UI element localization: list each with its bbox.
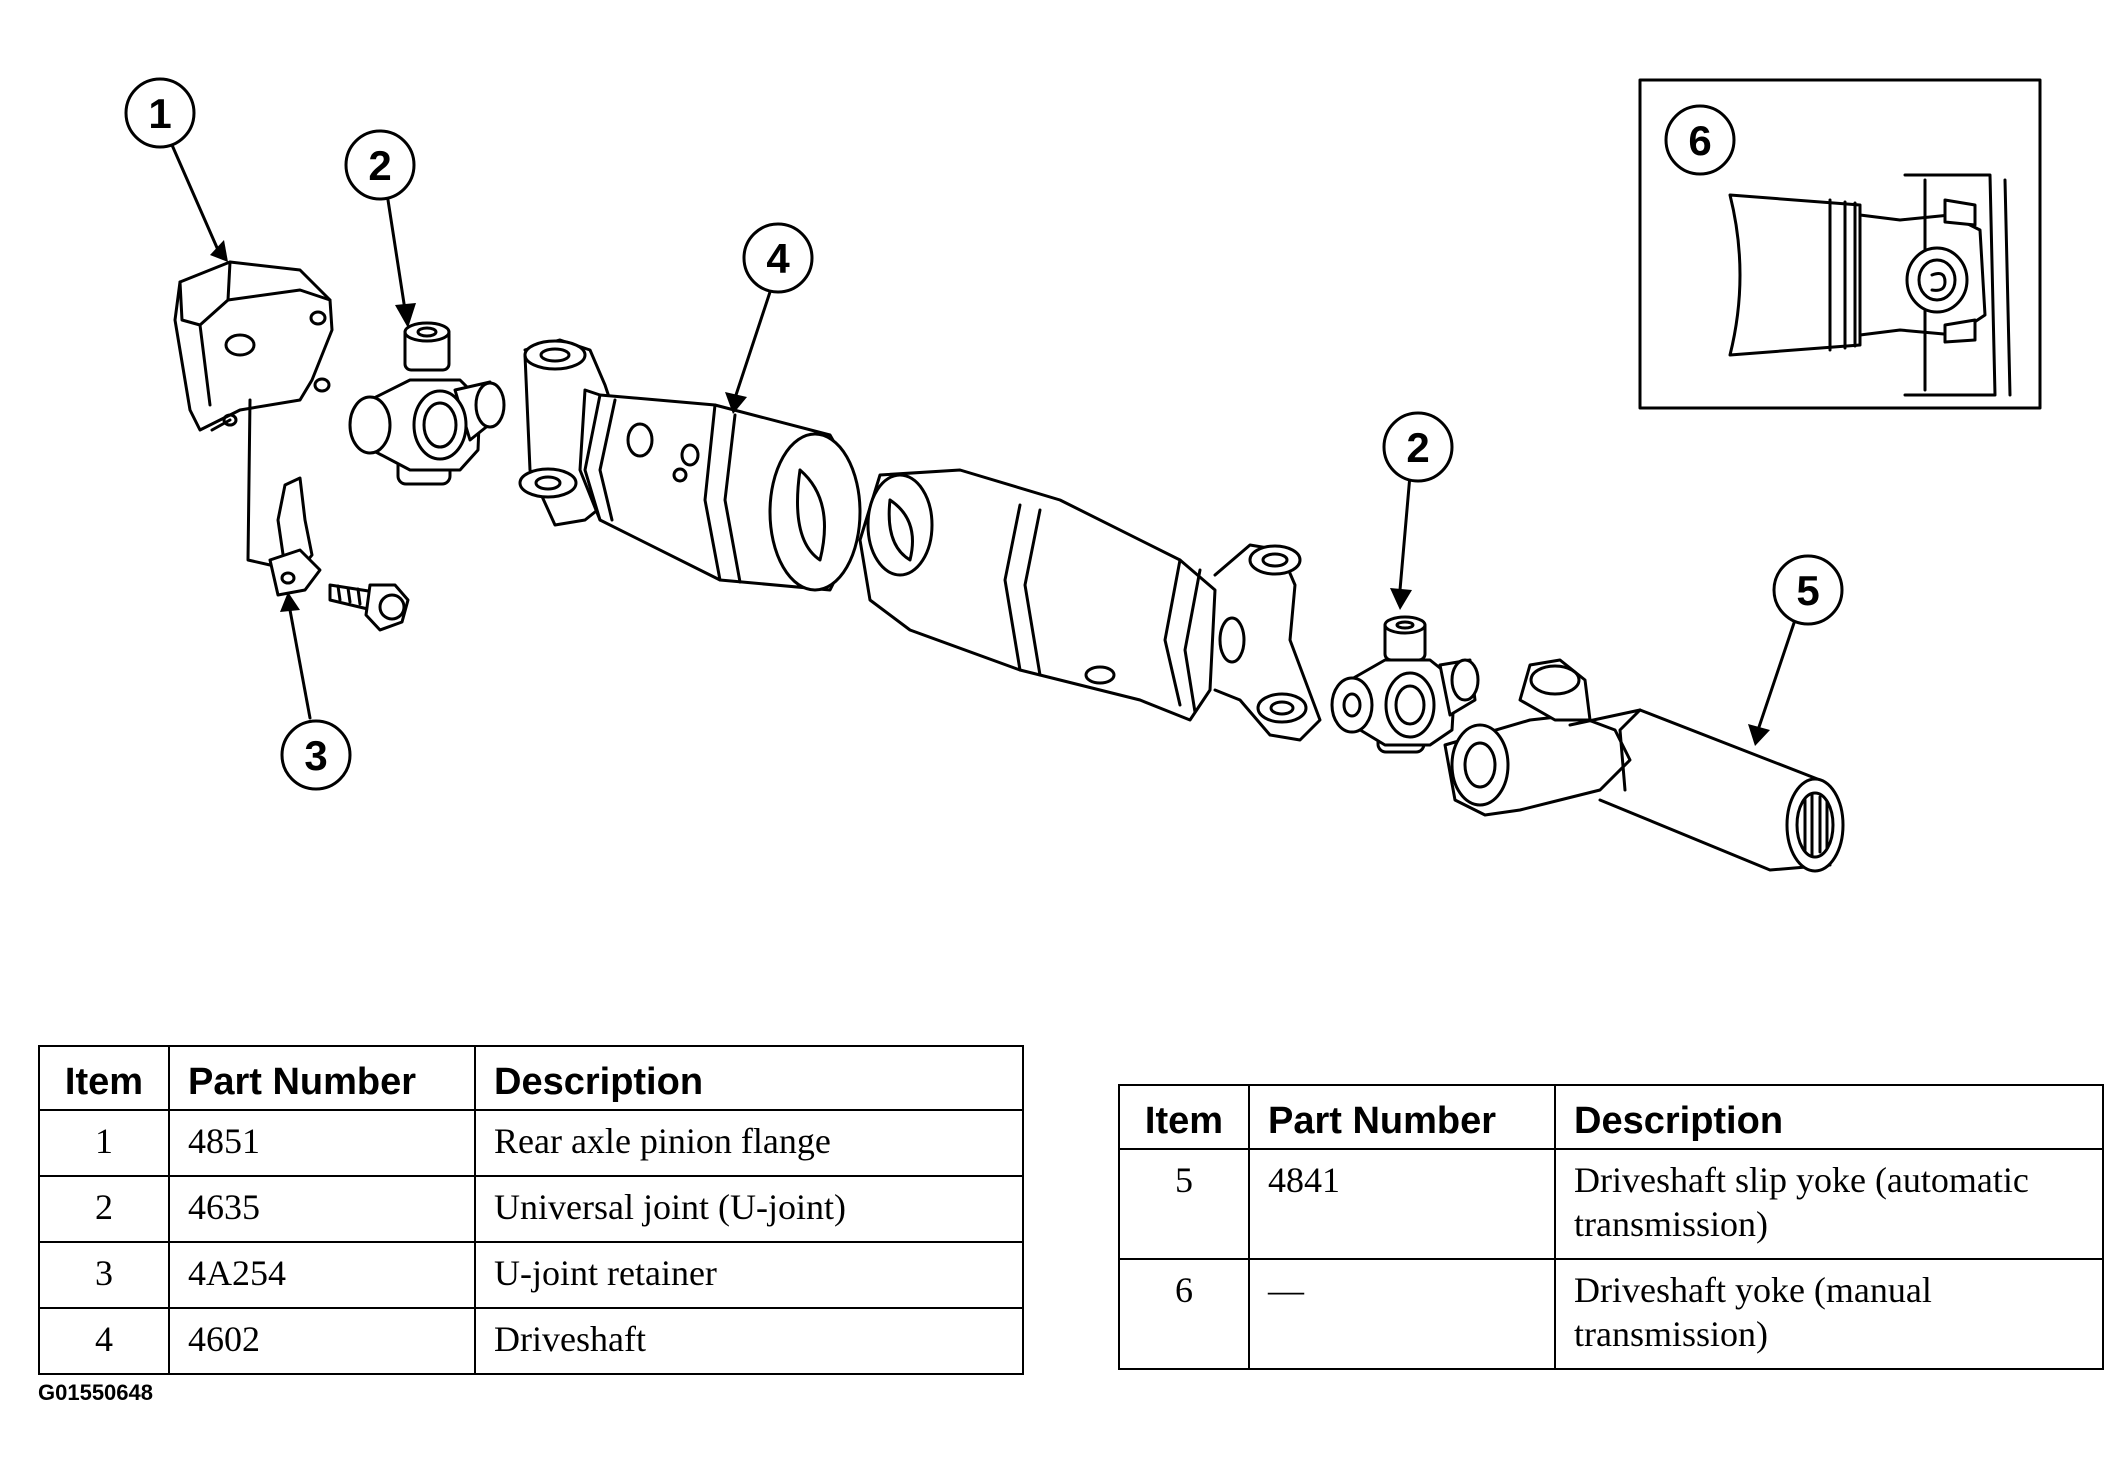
svg-text:3: 3 <box>304 732 327 779</box>
table-row: 5 4841 Driveshaft slip yoke (automatic t… <box>1118 1148 2104 1260</box>
slip-yoke-part <box>1443 658 1845 873</box>
table-header-row: Item Part Number Description <box>1118 1084 2104 1150</box>
svg-text:2: 2 <box>1406 424 1429 471</box>
svg-text:4: 4 <box>766 235 790 282</box>
part-description: Universal joint (U-joint) <box>474 1175 1024 1243</box>
item-number: 4 <box>38 1307 170 1375</box>
svg-text:2: 2 <box>368 142 391 189</box>
item-number: 5 <box>1118 1148 1250 1260</box>
pinion-flange-part <box>173 260 334 567</box>
svg-text:6: 6 <box>1688 117 1711 164</box>
column-header-item: Item <box>38 1045 170 1111</box>
item-number: 6 <box>1118 1258 1250 1370</box>
callout-5: 5 <box>1772 554 1844 626</box>
column-header-description: Description <box>1554 1084 2104 1150</box>
exploded-driveshaft-diagram: 1 2 3 4 2 5 6 <box>124 77 2042 873</box>
svg-text:5: 5 <box>1796 567 1819 614</box>
part-number: 4841 <box>1248 1148 1556 1260</box>
parts-table-items-5-6: Item Part Number Description 5 4841 Driv… <box>1118 1084 2104 1370</box>
u-joint-right-part <box>1330 615 1480 754</box>
driveshaft-front-part <box>518 338 862 592</box>
part-description: Driveshaft <box>474 1307 1024 1375</box>
yoke-inset <box>1638 78 2042 410</box>
table-row: 4 4602 Driveshaft <box>38 1307 1024 1375</box>
leader-arrows <box>170 143 1797 746</box>
item-number: 3 <box>38 1241 170 1309</box>
u-joint-left-part <box>348 321 506 486</box>
part-description: Rear axle pinion flange <box>474 1109 1024 1177</box>
table-row: 1 4851 Rear axle pinion flange <box>38 1109 1024 1177</box>
part-number: 4A254 <box>168 1241 476 1309</box>
part-number: 4635 <box>168 1175 476 1243</box>
driveshaft-rear-part <box>858 468 1322 742</box>
table-row: 6 — Driveshaft yoke (manual transmission… <box>1118 1258 2104 1370</box>
figure-code: G01550648 <box>38 1380 153 1405</box>
part-description: Driveshaft yoke (manual transmission) <box>1554 1258 2104 1370</box>
item-number: 1 <box>38 1109 170 1177</box>
part-description: U-joint retainer <box>474 1241 1024 1309</box>
parts-table-items-1-4: Item Part Number Description 1 4851 Rear… <box>38 1045 1024 1375</box>
part-number: 4851 <box>168 1109 476 1177</box>
u-joint-retainer-part <box>268 476 410 632</box>
part-description: Driveshaft slip yoke (automatic transmis… <box>1554 1148 2104 1260</box>
callout-1: 1 <box>124 77 196 149</box>
callout-3: 3 <box>280 719 352 791</box>
callout-4: 4 <box>742 222 814 294</box>
callout-2-left: 2 <box>344 129 416 201</box>
table-header-row: Item Part Number Description <box>38 1045 1024 1111</box>
callout-6: 6 <box>1664 104 1736 176</box>
svg-text:1: 1 <box>148 90 171 137</box>
table-row: 3 4A254 U-joint retainer <box>38 1241 1024 1309</box>
item-number: 2 <box>38 1175 170 1243</box>
column-header-part-number: Part Number <box>168 1045 476 1111</box>
column-header-item: Item <box>1118 1084 1250 1150</box>
table-row: 2 4635 Universal joint (U-joint) <box>38 1175 1024 1243</box>
part-number: — <box>1248 1258 1556 1370</box>
column-header-part-number: Part Number <box>1248 1084 1556 1150</box>
callout-2-right: 2 <box>1382 411 1454 483</box>
column-header-description: Description <box>474 1045 1024 1111</box>
part-number: 4602 <box>168 1307 476 1375</box>
